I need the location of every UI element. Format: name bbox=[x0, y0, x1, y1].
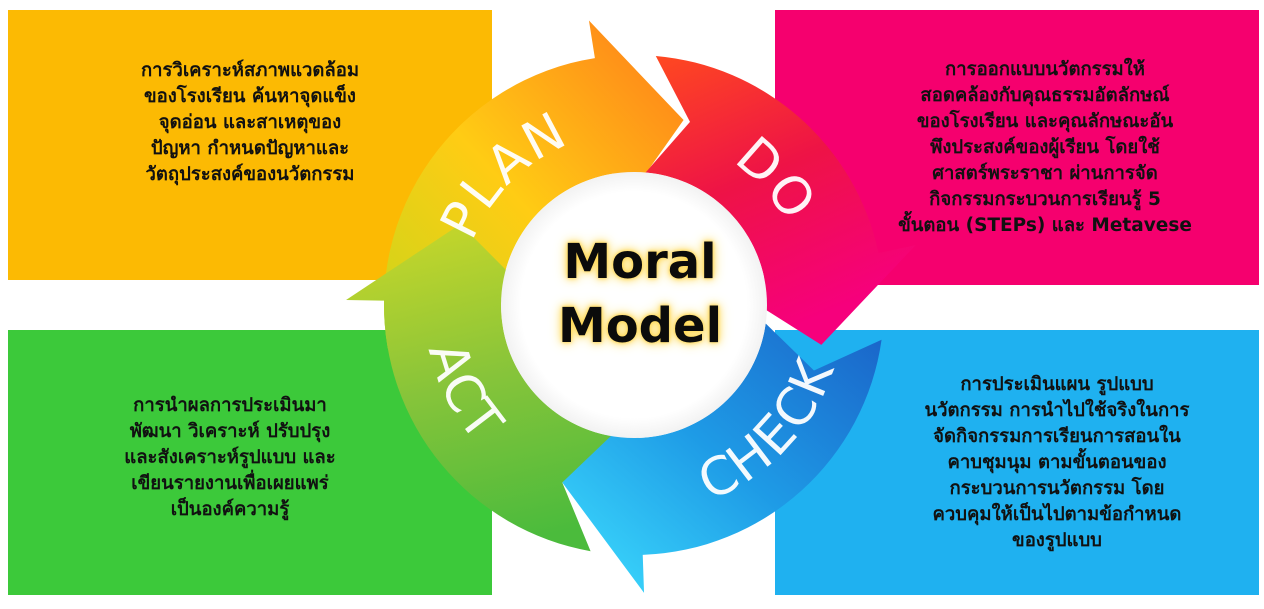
check-arrow bbox=[562, 323, 882, 593]
center-title: Moral Model bbox=[520, 230, 760, 358]
center-title-line2: Model bbox=[557, 298, 723, 354]
act-arrow bbox=[346, 224, 611, 552]
plan-description-box: การวิเคราะห์สภาพแวดล้อม ของโรงเรียน ค้นห… bbox=[8, 10, 492, 280]
center-circle bbox=[501, 172, 767, 438]
center-title-line1: Moral bbox=[563, 234, 717, 290]
do-arrow bbox=[645, 55, 916, 345]
do-description-box: การออกแบบนวัตกรรมให้ สอดคล้องกับคุณธรรมอ… bbox=[775, 10, 1259, 285]
